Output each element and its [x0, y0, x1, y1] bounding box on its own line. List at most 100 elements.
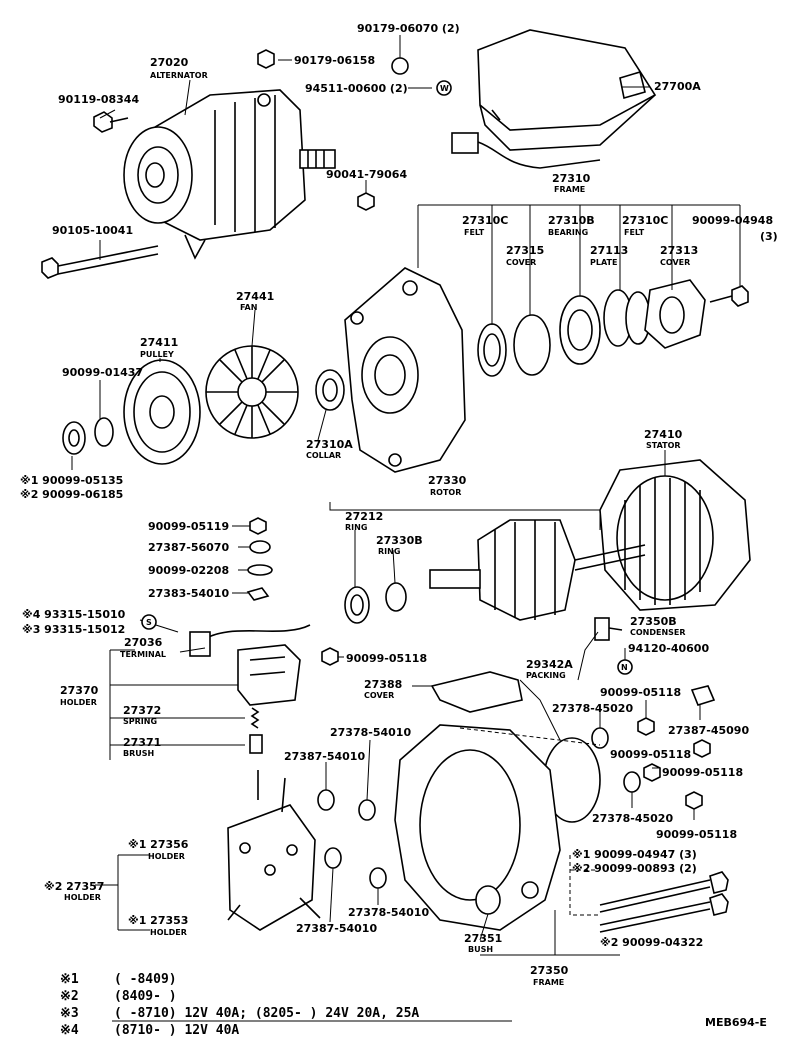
stator-illustration	[599, 459, 751, 611]
bolt-shank-illustration	[109, 117, 129, 123]
footnote-mark: ※1	[60, 972, 79, 987]
callout: ※4 93315-15010	[22, 608, 126, 621]
callout-part-number: ※3 93315-15012	[22, 623, 125, 636]
callout: 90099-05118	[662, 766, 743, 779]
callout-part-number: 90105-10041	[52, 224, 133, 237]
callout: 27378-45020	[592, 812, 673, 825]
brush-illustration	[249, 734, 263, 754]
callout: 90105-10041	[52, 224, 133, 237]
mark-letter: N	[621, 663, 628, 672]
callout-part-number: 27310	[552, 172, 591, 185]
callout: 90099-05118	[656, 828, 737, 841]
callout-part-name: SPRING	[123, 717, 157, 726]
callout-part-number: 27351	[464, 932, 502, 945]
callout-part-number: ※1 90099-04947 (3)	[572, 848, 697, 861]
insulator-illustration	[324, 847, 342, 869]
callout-part-number: 27410	[644, 428, 683, 441]
nut-illustration	[321, 647, 339, 666]
through-bolt-illustration	[599, 893, 729, 933]
alternator-assembly-illustration	[123, 89, 336, 260]
callout: 27383-54010	[148, 587, 229, 600]
callout-part-number: 27310B	[548, 214, 595, 227]
insulator-illustration	[358, 799, 376, 821]
rectifier-holder-illustration	[227, 770, 321, 931]
callout-part-number: 27383-54010	[148, 587, 229, 600]
insulator-illustration	[249, 540, 271, 554]
callout: 27036 TERMINAL	[120, 636, 166, 659]
footnote-mark: ※2	[60, 989, 79, 1004]
pulley-illustration	[123, 359, 201, 465]
insulator-illustration	[317, 789, 335, 811]
nut-illustration	[249, 517, 267, 535]
callout-part-number: 90099-05118	[662, 766, 743, 779]
callout-part-name: COVER	[364, 691, 394, 700]
nut-illustration	[62, 421, 86, 455]
callout: 27378-54010	[348, 906, 429, 919]
washer-illustration	[247, 564, 273, 576]
callout-part-name: TERMINAL	[120, 650, 166, 659]
callout-part-number: 90099-04948	[692, 214, 773, 227]
callout-part-number: 27372	[123, 704, 161, 717]
bush-illustration	[475, 885, 501, 915]
callout-part-number: 27212	[345, 510, 383, 523]
callout: 90099-05118	[610, 748, 691, 761]
callout: 27371 BRUSH	[123, 736, 161, 758]
callout-part-number: 90179-06158	[294, 54, 375, 67]
insulator-illustration	[623, 771, 641, 793]
callout: 90179-06070 (2)	[357, 22, 460, 35]
callout: 27310 FRAME	[552, 172, 591, 194]
callout: 27411 PULLEY	[140, 336, 178, 359]
callout-part-number: 27315	[506, 244, 544, 257]
callout: 27378-45020	[552, 702, 633, 715]
insulator-plate-illustration	[246, 587, 270, 601]
bearing-illustration	[559, 295, 601, 365]
callout-part-number: 90041-79064	[326, 168, 407, 181]
footnote-text: ( -8710) 12V 40A; (8205- ) 24V 20A, 25A	[114, 1006, 419, 1021]
callout-part-number: 90119-08344	[58, 93, 139, 106]
drive-end-frame-illustration	[344, 267, 466, 473]
callout-part-name: FRAME	[554, 185, 585, 194]
callout: ※2 90099-04322	[600, 936, 703, 949]
callout-part-number: 27310C	[622, 214, 668, 227]
callout-part-number: 27371	[123, 736, 161, 749]
callout-part-number: ※2 90099-06185	[20, 488, 123, 501]
callout: ※3 93315-15012	[22, 623, 125, 636]
callout: 27387-54010	[284, 750, 365, 763]
nut-illustration	[693, 739, 711, 758]
callout-part-name: PLATE	[590, 258, 617, 267]
spring-illustration	[250, 707, 260, 729]
callout: 27310C FELT	[462, 214, 508, 237]
nut-illustration	[637, 717, 655, 736]
callout-part-name: FAN	[240, 303, 257, 312]
nut-illustration	[391, 57, 409, 75]
callout-part-name: RING	[345, 523, 367, 532]
callout: 27113 PLATE	[590, 244, 628, 267]
callout-part-name: BRUSH	[123, 749, 154, 758]
callout-part-name: ALTERNATOR	[150, 71, 208, 80]
callout-part-number: 27441	[236, 290, 274, 303]
through-bolt-illustration	[599, 871, 729, 913]
callout-part-name: HOLDER	[150, 928, 187, 937]
callout-part-name: RING	[378, 547, 400, 556]
callout: 27310C FELT	[622, 214, 668, 237]
callout-part-number: 90099-02208	[148, 564, 229, 577]
callout-part-name: COVER	[660, 258, 690, 267]
callout-part-name: BUSH	[468, 945, 493, 954]
callout: 90099-05118	[600, 686, 681, 699]
callout-part-number: 27387-54010	[284, 750, 365, 763]
nut-illustration	[257, 49, 275, 69]
callout-part-number: 27370	[60, 684, 99, 697]
through-bolt-illustration	[41, 245, 159, 279]
callout-part-number: ※1 90099-05135	[20, 474, 123, 487]
nut-illustration	[643, 763, 661, 782]
insulator-illustration	[369, 867, 387, 889]
callout-part-number: 27378-54010	[330, 726, 411, 739]
callout: 94120-40600	[628, 642, 709, 655]
callout: 90041-79064	[326, 168, 407, 181]
callout-part-number: 90099-05119	[148, 520, 229, 533]
callout: 27315 COVER	[506, 244, 544, 267]
callout-part-number: 27350B	[630, 615, 677, 628]
callout-part-number: ※2 90099-00893 (2)	[572, 862, 697, 875]
